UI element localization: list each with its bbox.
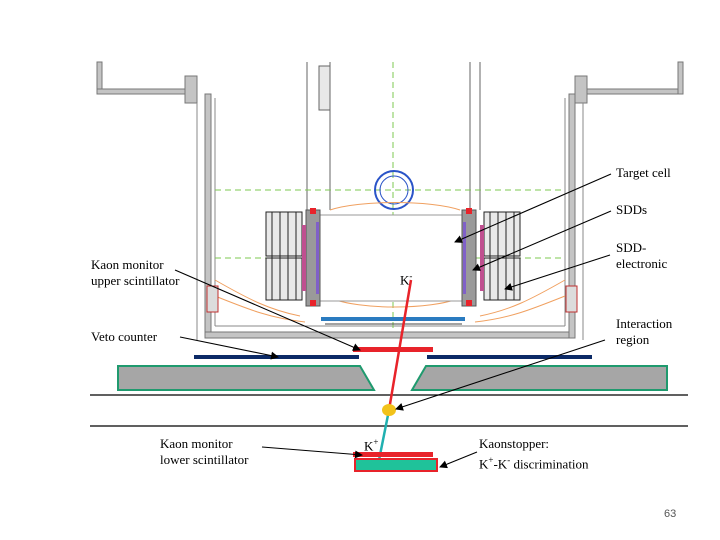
target-cell-body <box>317 214 465 302</box>
label-kaon-monitor-upper: Kaon monitor upper scintillator <box>91 257 179 289</box>
interaction-point <box>382 404 396 416</box>
label-k-plus-base: K <box>364 438 374 454</box>
label-kaon-monitor-lower-line2: lower scintillator <box>160 452 249 467</box>
kaonstopper <box>354 458 438 472</box>
target-cell-top-inner <box>379 175 409 205</box>
label-interaction-region: Interaction region <box>616 316 672 348</box>
label-k-plus-sup: + <box>373 437 379 447</box>
label-sdd-electronic-line1: SDD- <box>616 240 647 255</box>
label-kaonstopper-line2: K+-K- discrimination <box>479 452 589 472</box>
vessel-right-top-wall <box>677 61 684 95</box>
label-veto-counter: Veto counter <box>91 329 158 344</box>
shielding-left <box>117 365 376 391</box>
vessel-left-flange <box>184 75 198 104</box>
vessel-left-top-ledge <box>96 88 196 95</box>
sdd-electronic-left <box>265 211 303 301</box>
page-number: 63 <box>664 508 677 520</box>
label-kaon-monitor-lower: Kaon monitor lower scintillator <box>160 436 248 468</box>
arrow-sdds <box>472 210 612 271</box>
label-sdd-electronic-line2: electronic <box>616 256 668 271</box>
kaonstopper-plus: + <box>488 455 494 465</box>
sdd-electronic-connectors <box>302 225 484 291</box>
label-sdd-electronic: SDD- electronic <box>616 240 667 272</box>
support-tube <box>306 62 481 210</box>
arrow-kaonstopper <box>439 451 478 469</box>
label-sdds: SDDs <box>616 202 648 217</box>
k-plus-track <box>377 409 391 461</box>
sdd-electronic-right <box>483 211 521 301</box>
vessel-right-wall <box>568 93 576 339</box>
target-cell-top <box>374 170 414 210</box>
label-interaction-region-line1: Interaction <box>616 316 673 331</box>
arrow-interaction-region <box>395 339 606 411</box>
side-block-right <box>565 285 578 313</box>
annotation-arrows <box>174 173 612 469</box>
label-kaon-monitor-upper-line1: Kaon monitor <box>91 257 164 272</box>
kaon-monitor-upper-scintillator <box>353 347 433 352</box>
arrow-target-cell <box>454 173 612 243</box>
side-block-left <box>206 285 219 313</box>
vacuum-vessel <box>96 61 684 339</box>
label-interaction-region-line2: region <box>616 332 650 347</box>
label-target-cell: Target cell <box>616 165 671 180</box>
label-k-minus-sup: - <box>409 271 413 281</box>
entrance-window <box>321 317 465 321</box>
label-kaon-monitor-lower-line1: Kaon monitor <box>160 436 233 451</box>
target-cell-clamps <box>310 208 472 306</box>
vessel-bottom-wall <box>204 331 576 339</box>
vessel-right-flange <box>574 75 588 104</box>
label-k-minus-base: K <box>400 272 410 288</box>
kaonstopper-minus: - <box>507 455 511 465</box>
label-k-minus: K- <box>400 268 412 288</box>
kaonstopper-k1: K <box>479 456 489 472</box>
k-minus-track <box>387 279 413 411</box>
shielding-right <box>410 365 668 391</box>
kaon-monitor-lower-scintillator <box>353 452 433 457</box>
vessel-right-top-ledge <box>574 88 684 95</box>
kaonstopper-discrimination: discrimination <box>510 456 589 472</box>
veto-counter-right <box>427 355 592 359</box>
arrow-sdd-electronic <box>504 254 611 291</box>
label-k-plus: K+ <box>364 434 378 454</box>
arrow-veto-counter <box>179 336 279 360</box>
arrow-kaon-monitor-lower <box>261 446 363 459</box>
label-kaonstopper-line1: Kaonstopper: <box>479 436 550 451</box>
arrow-kaon-monitor-upper <box>174 269 361 351</box>
label-kaon-monitor-upper-line2: upper scintillator <box>91 273 180 288</box>
kaonstopper-k2: -K <box>493 456 508 472</box>
sdd-chips <box>316 222 466 294</box>
label-kaonstopper: Kaonstopper: K+-K- discrimination <box>479 436 589 472</box>
